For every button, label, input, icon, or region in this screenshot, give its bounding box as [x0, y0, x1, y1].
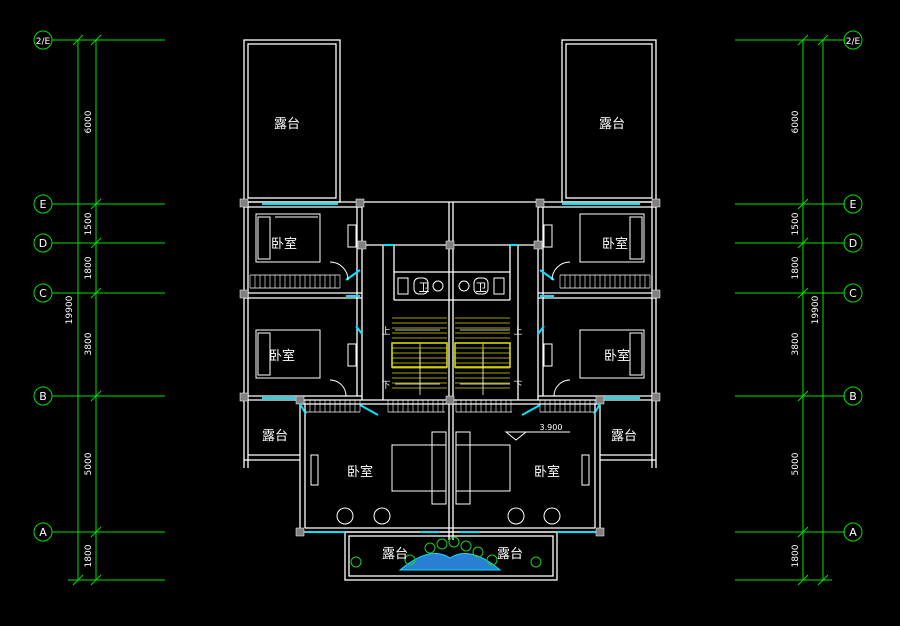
- stair-arrows: [395, 329, 510, 395]
- dim-5000-left: 5000: [84, 452, 94, 475]
- railing-hatch: [249, 275, 651, 412]
- axis-label-c-left: C: [39, 287, 47, 300]
- dim-6000-right: 6000: [791, 110, 801, 133]
- dim-5000-right: 5000: [791, 452, 801, 475]
- stairs: [391, 342, 511, 368]
- dim-1500-right: 1500: [791, 212, 801, 235]
- axis-label-e-right: E: [850, 198, 857, 211]
- dim-1800-left: 1800: [84, 256, 94, 279]
- plant-icon: [472, 546, 484, 558]
- dim-1800-right: 1800: [791, 256, 801, 279]
- right-axis-grid: [735, 30, 863, 586]
- dim-3800-left: 3800: [84, 332, 94, 355]
- axis-label-e-left: E: [40, 198, 47, 211]
- room-terrace-bottom-right: 露台: [497, 547, 523, 562]
- windows: [262, 203, 640, 533]
- dim-total-left: 19900: [65, 295, 75, 324]
- axis-label-d-left: D: [39, 237, 47, 250]
- room-bedroom-upper-left: 卧室: [271, 236, 297, 252]
- furniture: [255, 213, 645, 525]
- plant-icon: [436, 538, 448, 550]
- elevation-label: 3.900: [540, 423, 563, 432]
- stair-up-left: 上: [381, 326, 390, 337]
- axis-label-a-right: A: [849, 526, 857, 539]
- dim-1800b-left: 1800: [84, 544, 94, 567]
- axis-label-c-right: C: [849, 287, 857, 300]
- plant-icon: [424, 542, 436, 554]
- stair-treads: [392, 317, 510, 389]
- plant-icon: [404, 554, 416, 566]
- axis-label-d-right: D: [849, 237, 857, 250]
- walls: [243, 39, 657, 581]
- dim-total-right: 19900: [811, 295, 821, 324]
- pool: [398, 553, 502, 571]
- plants: [350, 536, 542, 568]
- elevation-marker: [504, 431, 570, 441]
- axis-label-a-left: A: [39, 526, 47, 539]
- room-bedroom-upper-right: 卧室: [602, 236, 628, 252]
- plant-icon: [530, 556, 542, 568]
- room-terrace-top-right: 露台: [599, 117, 625, 132]
- room-bath-right: 卫: [476, 281, 487, 294]
- stair-down-right: 下: [513, 381, 522, 391]
- room-terrace-side-right: 露台: [611, 429, 637, 444]
- room-bedroom-mid-right: 卧室: [604, 348, 630, 364]
- plant-icon: [460, 540, 472, 552]
- room-terrace-bottom-left: 露台: [382, 547, 408, 562]
- plant-icon: [350, 556, 362, 568]
- axis-label-top-left: 2/E: [36, 37, 51, 47]
- room-bath-left: 卫: [419, 281, 430, 294]
- dim-1800b-right: 1800: [791, 544, 801, 567]
- wall-columns: [239, 198, 661, 537]
- plant-icon: [448, 536, 460, 548]
- railings: [250, 274, 650, 413]
- axis-label-b-right: B: [849, 390, 857, 403]
- stair-up-right: 上: [513, 326, 522, 337]
- plant-icon: [486, 554, 498, 566]
- room-bedroom-big-right: 卧室: [534, 464, 560, 480]
- axis-label-top-right: 2/E: [846, 37, 861, 47]
- stair-down-left: 下: [381, 381, 390, 391]
- dim-6000-left: 6000: [84, 110, 94, 133]
- room-bedroom-big-left: 卧室: [347, 464, 373, 480]
- room-bedroom-mid-left: 卧室: [269, 348, 295, 364]
- dim-3800-right: 3800: [791, 332, 801, 355]
- axis-label-b-left: B: [39, 390, 47, 403]
- dim-1500-left: 1500: [84, 212, 94, 235]
- room-terrace-side-left: 露台: [262, 429, 288, 444]
- room-terrace-top-left: 露台: [274, 117, 300, 132]
- left-axis-grid: [33, 30, 165, 586]
